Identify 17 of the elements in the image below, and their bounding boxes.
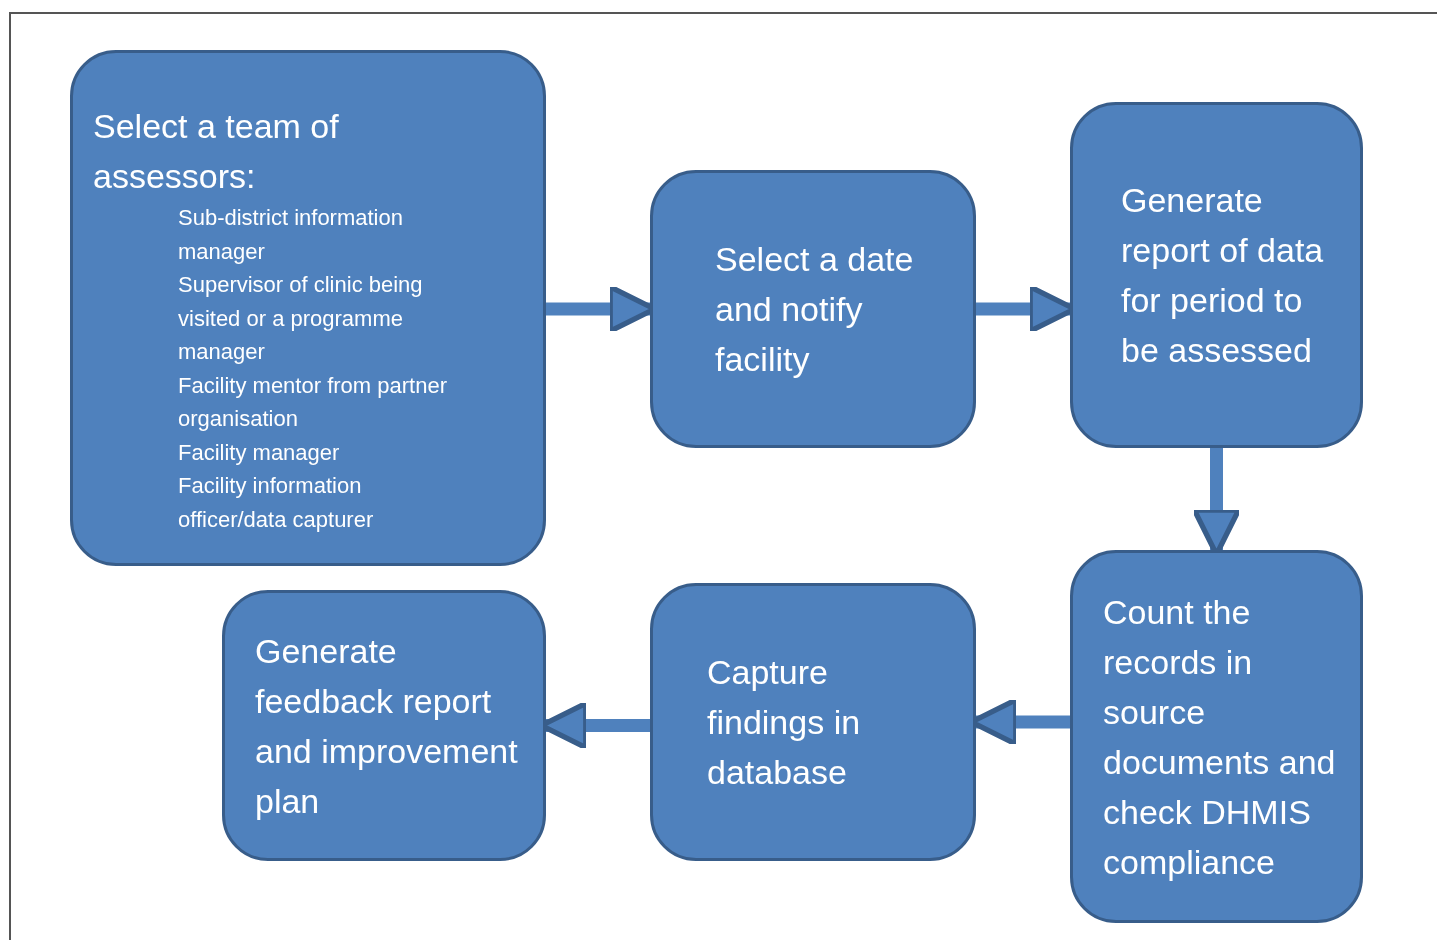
step-text: Generate report of data for period to be assessed	[1121, 180, 1325, 371]
list-item: Supervisor of clinic being visited or a programme manager	[178, 271, 424, 366]
process-box	[650, 170, 976, 448]
step-text: Count the records in source documents and check DHMIS compliance	[1103, 591, 1337, 883]
process-box	[70, 50, 546, 566]
list-item: Facility manager	[178, 438, 341, 467]
step-text: Generate feedback report and improvement plan	[255, 630, 519, 822]
list-item: Facility information officer/data capturer	[178, 472, 375, 534]
list-item: Facility mentor from partner organisation	[178, 371, 448, 433]
step-text: Select a team of assessors:	[93, 106, 340, 197]
step-text: Capture findings in database	[707, 652, 862, 793]
process-box	[1070, 550, 1363, 923]
list-item: Sub-district information manager	[178, 204, 404, 266]
process-box	[222, 590, 546, 861]
process-box	[1070, 102, 1363, 448]
step-text: Select a date and notify facility	[715, 239, 915, 380]
process-box	[650, 583, 976, 861]
